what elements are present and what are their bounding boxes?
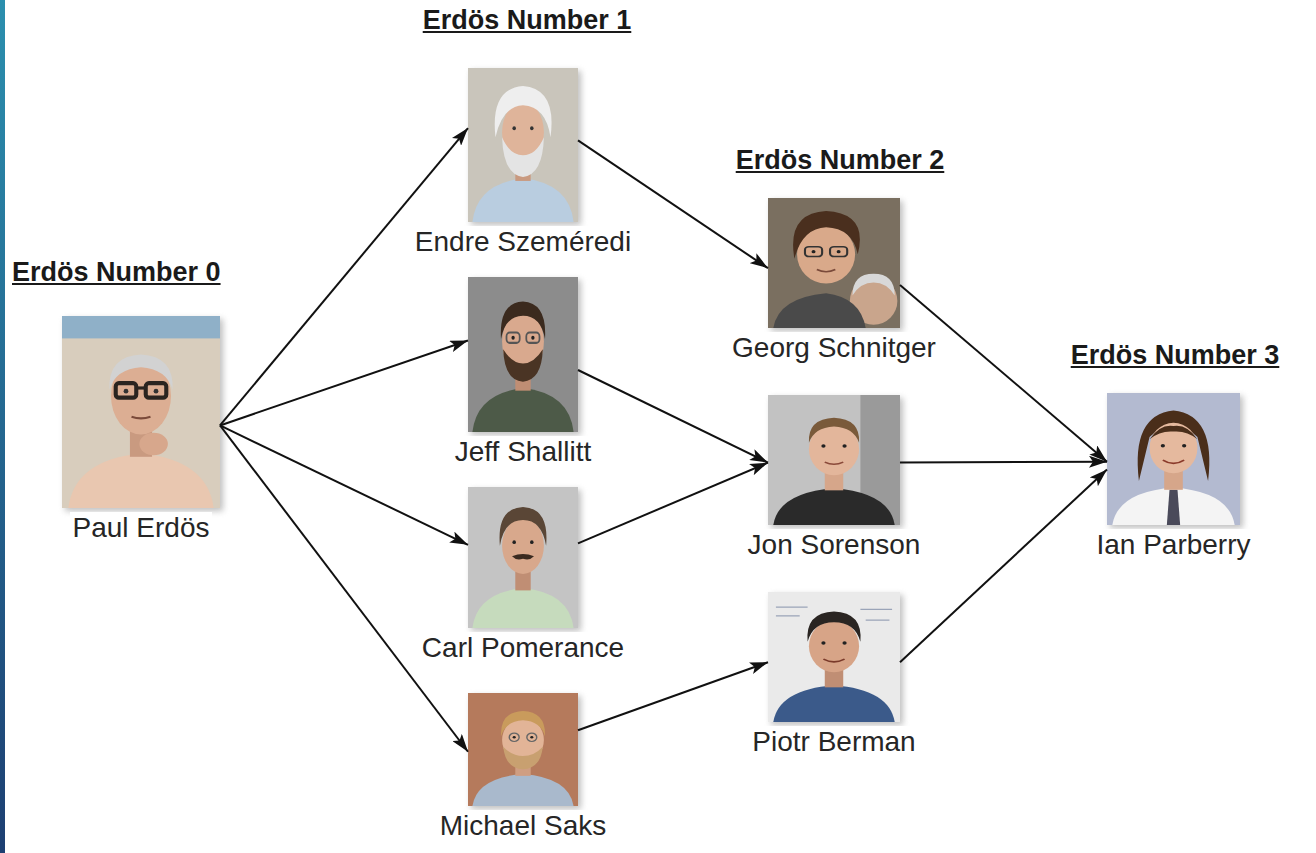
arrow-connector: [900, 470, 1107, 663]
slide-edge-strip: [0, 0, 5, 853]
person-name: Jeff Shallitt: [452, 436, 594, 468]
portrait-photo: [768, 198, 900, 328]
person-node: Michael Saks: [437, 693, 610, 842]
photo-frame: [768, 198, 900, 328]
person-node: Ian Parberry: [1093, 393, 1253, 561]
person-name: Carl Pomerance: [419, 632, 627, 664]
level-heading: Erdös Number 2: [736, 144, 945, 176]
person-node: Jeff Shallitt: [452, 277, 594, 468]
level-heading: Erdös Number 0: [12, 256, 221, 288]
arrow-connector: [220, 341, 468, 426]
arrow-connector: [900, 285, 1107, 462]
photo-frame: [768, 395, 900, 525]
person-name: Piotr Berman: [749, 726, 918, 758]
photo-frame: [1107, 393, 1240, 525]
portrait-photo: [1107, 393, 1240, 525]
arrow-connector: [220, 425, 468, 544]
portrait-photo: [768, 592, 900, 722]
person-node: Paul Erdös: [62, 316, 220, 544]
photo-frame: [468, 693, 578, 806]
level-heading: Erdös Number 3: [1071, 339, 1280, 371]
photo-shadows: [65, 71, 1243, 809]
portrait-photo: [468, 277, 578, 432]
person-name: Paul Erdös: [70, 512, 213, 544]
person-node: Carl Pomerance: [419, 487, 627, 664]
person-node: Georg Schnitger: [729, 198, 939, 364]
arrow-connector: [900, 461, 1107, 464]
arrow-connector: [578, 463, 768, 544]
portrait-photo: [62, 316, 220, 508]
person-node: Endre Szeméredi: [412, 68, 634, 258]
arrow-connector: [220, 425, 468, 751]
photo-frame: [62, 316, 220, 508]
person-name: Georg Schnitger: [729, 332, 939, 364]
portrait-photo: [468, 68, 578, 222]
person-name: Ian Parberry: [1093, 529, 1253, 561]
portrait-photo: [768, 395, 900, 525]
level-heading: Erdös Number 1: [423, 4, 632, 36]
portrait-photo: [468, 693, 578, 806]
photo-frame: [768, 592, 900, 722]
photo-frame: [468, 68, 578, 222]
arrow-connector: [220, 128, 468, 425]
person-name: Endre Szeméredi: [412, 226, 634, 258]
arrow-connector: [578, 662, 768, 730]
photo-frame: [468, 487, 578, 628]
person-node: Piotr Berman: [749, 592, 918, 758]
person-name: Michael Saks: [437, 810, 610, 842]
portrait-photo: [468, 487, 578, 628]
photo-frame: [468, 277, 578, 432]
person-name: Jon Sorenson: [745, 529, 924, 561]
arrow-connector: [578, 370, 768, 463]
person-node: Jon Sorenson: [745, 395, 924, 561]
